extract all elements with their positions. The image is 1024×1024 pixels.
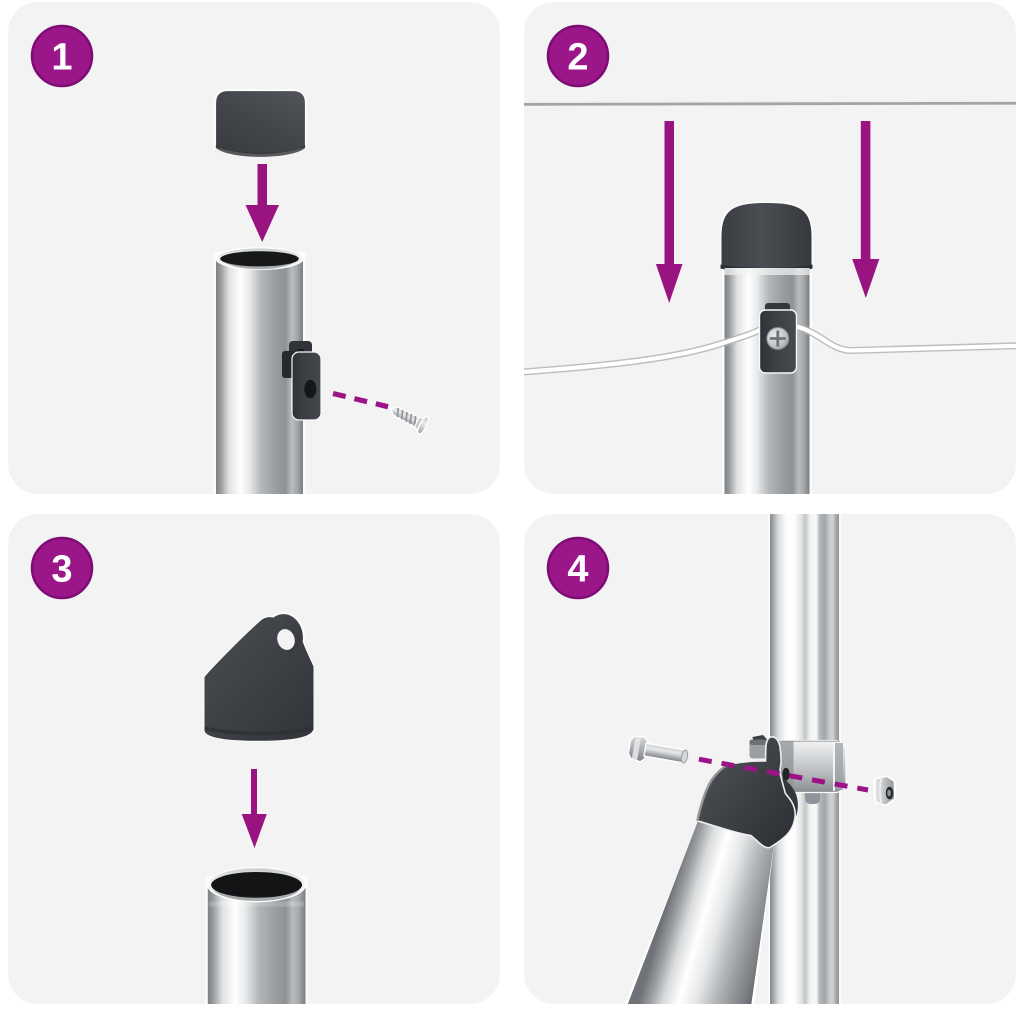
svg-text:4: 4 [567, 549, 588, 591]
svg-text:2: 2 [567, 37, 588, 79]
svg-text:3: 3 [51, 549, 72, 591]
svg-text:1: 1 [51, 37, 72, 79]
